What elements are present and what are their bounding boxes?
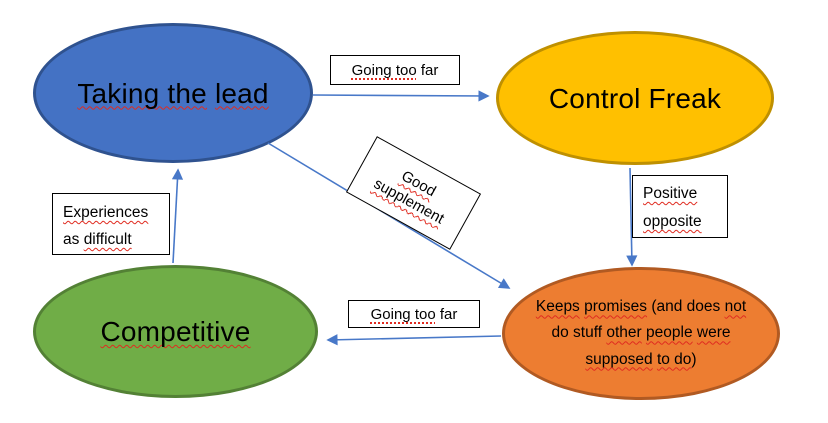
arrow-keeps-promises-to-competitive[interactable] [326,334,502,346]
node-control-freak-label: Control Freak [548,82,722,114]
label-going-too-far-bottom-text: Going too far [370,305,458,323]
arrow-taking-lead-to-control-freak[interactable] [312,90,490,102]
node-taking-the-lead[interactable]: Taking the lead [33,23,313,163]
node-control-freak[interactable]: Control Freak [496,31,774,165]
node-taking-the-lead-label: Taking the lead [77,77,269,109]
label-going-too-far-top-text: Going too far [351,61,439,79]
node-competitive-label: Competitive [100,316,251,347]
arrow-control-freak-to-keeps-promises[interactable] [626,167,638,267]
label-going-too-far-bottom[interactable]: Going too far [348,300,480,328]
arrow-competitive-to-taking-lead[interactable] [171,168,184,264]
label-going-too-far-top[interactable]: Going too far [330,55,460,85]
node-competitive[interactable]: Competitive [33,265,318,398]
